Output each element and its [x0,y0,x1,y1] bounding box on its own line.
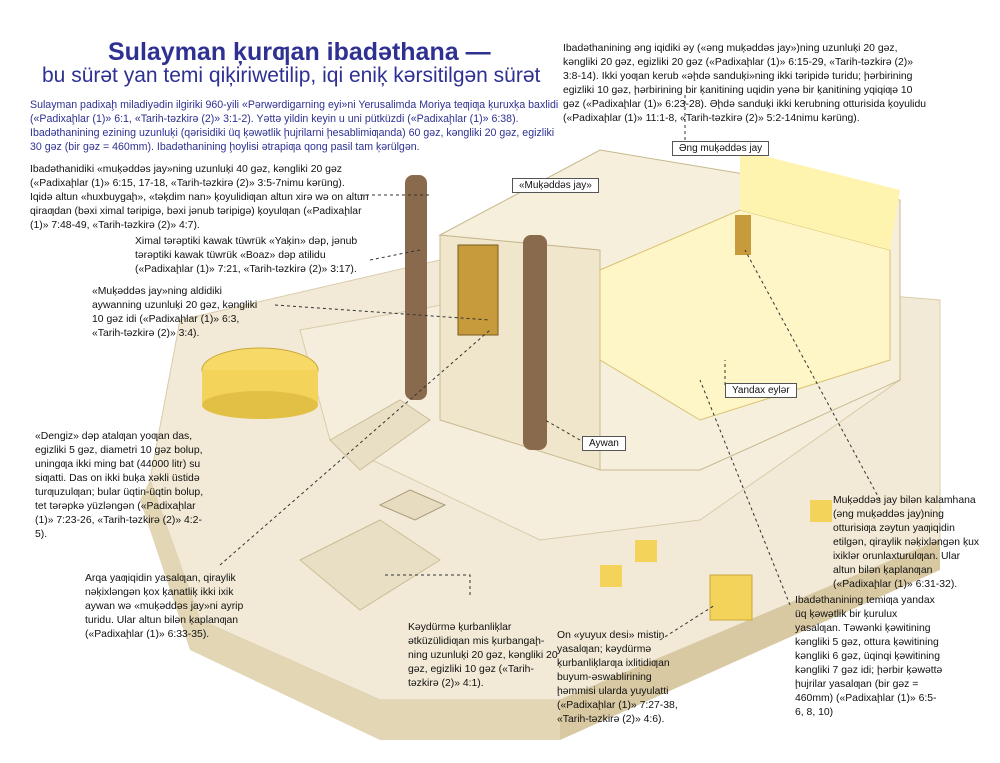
note-porch: «Muķəddəs jay»ning aldidiki aywanning uz… [92,286,258,339]
note-doors: Arqa yaƣiqidin yasalƣan, qiraylik nəķixl… [85,573,244,640]
label-holy-place: «Muķəddəs jay» [512,178,599,193]
golden-door [457,244,499,336]
platform-right [560,540,940,740]
intro-text: Sulayman padixaḩ miladiyədin ilgiriki 96… [30,99,559,153]
note-holy-place: Ibadəthanidiki «muķəddəs jay»ning uzunlu… [30,164,369,231]
page-subtitle: bu sürət yan temi qiķiriwetilip, iqi eni… [42,64,541,87]
platform-front [140,480,560,740]
stairs [329,399,431,471]
basin [635,540,657,562]
basin [600,565,622,587]
note-basins: On «yuyux desi» mistin yasalƣan; kəydürm… [557,630,678,725]
label-porch: Aywan [582,436,626,451]
lower-stairs [299,519,441,611]
pillar-boaz [523,235,547,450]
label-holy-of-holies: Əng muķəddəs jay [672,141,770,156]
note-inner-doors: Muķəddəs jay bilən kalamhana (əng muķədd… [833,495,980,590]
leader-lines [219,95,881,641]
label-side-rooms: Yandax eylər [725,383,797,398]
basin [709,574,753,621]
inner-door [735,215,751,255]
note-pillars: Ximal tərəptiki kawak tüwrük «Yaķin» dəp… [135,236,358,275]
bronze-altar [378,489,447,521]
note-holy-of-holies: Ibadəthanining əng iqidiki əy («əng muķə… [563,43,927,124]
note-side-rooms: Ibadəthanining temiƣa yandax üq ķəwətlik… [795,595,943,718]
page-title: Sulayman ķurƣan ibadəthana — [108,38,491,66]
holy-of-holies-room [740,150,900,250]
basin [810,500,832,522]
note-sea: «Dengiz» dəp atalƣan yoƣan das, egizliki… [35,431,204,540]
pillar-jachin [405,175,427,400]
note-altar: Kəydürmə ķurbanliķlar ətküzülidiƣan mis … [408,622,558,689]
